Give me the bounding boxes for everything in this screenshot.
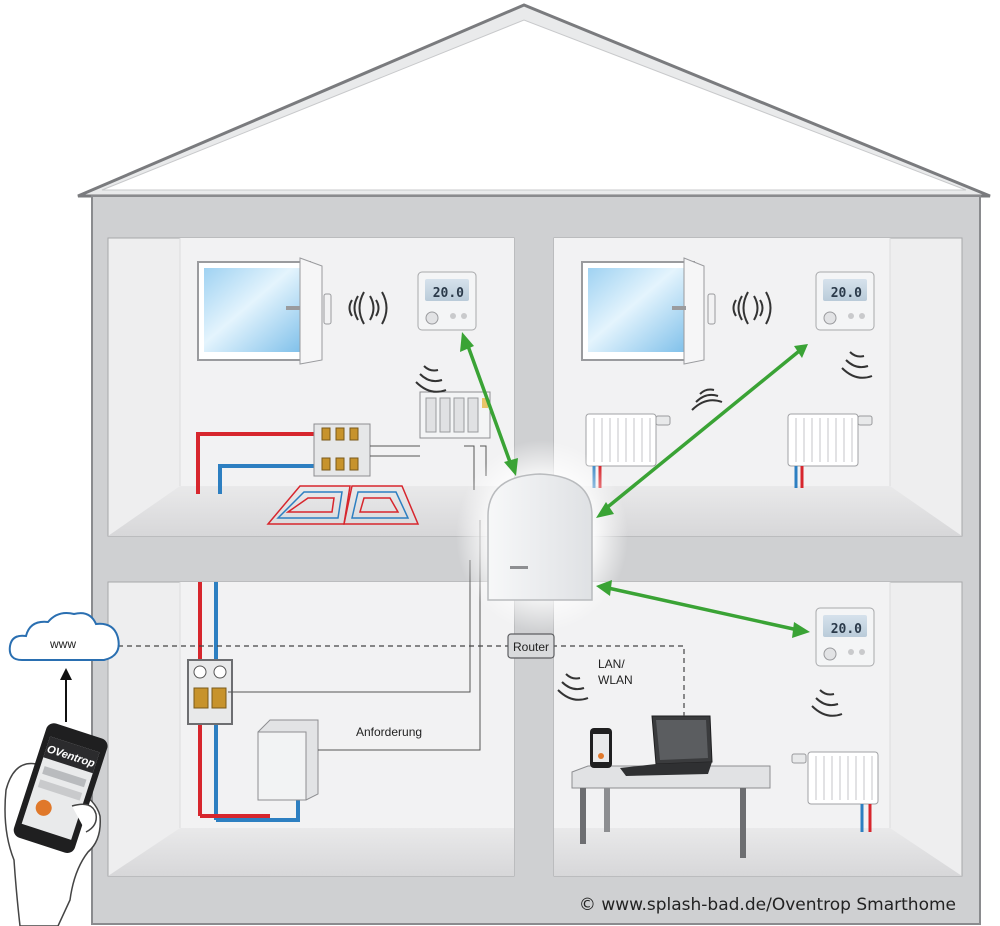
pump-group: [187, 582, 233, 820]
room-thermostat-bottom-right: 20.0: [815, 607, 875, 667]
lan-wlan-label: WLAN: [598, 673, 633, 687]
actuator-terminal-box: [419, 391, 491, 439]
desk: [571, 765, 771, 858]
radio-wave-icon: [811, 689, 843, 717]
room-thermostat-top-right: 20.0: [815, 271, 875, 331]
phone-app-button: [35, 799, 52, 816]
radio-link-arrows: [460, 332, 810, 638]
copyright-credit: © www.splash-bad.de/Oventrop Smarthome: [579, 895, 956, 915]
window-contact-sensor: [707, 293, 716, 325]
thermostat-display: 20.0: [831, 622, 862, 637]
floor-top-right: [554, 486, 962, 536]
thermostat-display: 20.0: [433, 286, 464, 301]
radiator-bottom-right: [791, 751, 879, 832]
radio-wave-icon: [415, 365, 447, 393]
smarthome-gateway: [456, 440, 628, 632]
lan-wlan-label: LAN/: [598, 657, 625, 671]
room-thermostat-top-left: 20.0: [417, 271, 477, 331]
window-top-left: [197, 257, 332, 365]
boiler: [257, 719, 319, 801]
radio-wave-icon: [732, 291, 772, 325]
smartphone-on-desk: [590, 728, 612, 768]
radio-wave-icon: [691, 388, 723, 411]
radio-wave-icon: [841, 351, 873, 379]
underfloor-heating: [196, 423, 420, 525]
cloud-icon: www: [8, 612, 120, 661]
radiator-top-right-right: [787, 413, 873, 488]
thermostat-display: 20.0: [831, 286, 862, 301]
hand-with-smartphone: OVentrop: [4, 723, 108, 926]
floor-bottom-right: [554, 828, 962, 876]
laptop: [620, 715, 713, 776]
radio-wave-icon: [348, 291, 388, 325]
upload-arrow: [60, 668, 72, 722]
request-label: Anforderung: [356, 725, 422, 739]
radio-wave-icon: [557, 673, 589, 701]
window-top-right: [581, 257, 716, 365]
router: Router: [507, 633, 555, 659]
floor-bottom-left: [108, 828, 514, 876]
cloud-label: www: [49, 637, 76, 651]
window-contact-sensor: [323, 293, 332, 325]
router-label: Router: [513, 640, 549, 654]
